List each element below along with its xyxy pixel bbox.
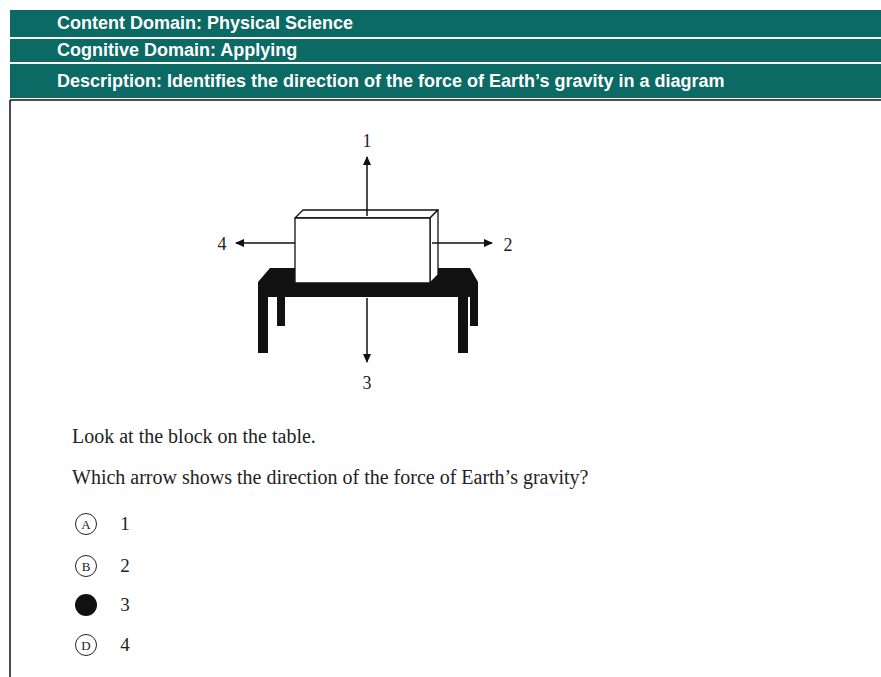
answer-option: 3 xyxy=(120,594,130,616)
band-text: Cognitive Domain: Applying xyxy=(57,40,297,61)
frame-left xyxy=(9,100,11,677)
option-letter: B xyxy=(82,560,91,573)
answer-option: 4 xyxy=(120,634,130,656)
question-text: Look at the block on the table. xyxy=(72,425,316,448)
answer-bubble: B xyxy=(75,555,97,577)
callout-number: 4 xyxy=(218,234,227,255)
answer-bubble: A xyxy=(75,513,97,535)
block xyxy=(295,210,438,283)
domain-band: Content Domain: Physical Science xyxy=(10,10,881,37)
domain-band: Cognitive Domain: Applying xyxy=(10,39,881,62)
answer-option: 1 xyxy=(120,513,130,535)
answer-option: 2 xyxy=(120,555,130,577)
force-arrows xyxy=(236,157,492,362)
callout-number: 2 xyxy=(504,235,513,256)
band-text: Description: Identifies the direction of… xyxy=(57,71,724,92)
answer-bubble: D xyxy=(75,634,97,656)
band-text: Content Domain: Physical Science xyxy=(57,13,353,34)
question-text: Which arrow shows the direction of the f… xyxy=(72,466,588,489)
frame-top xyxy=(10,99,881,101)
selected-answer-bubble xyxy=(75,594,97,616)
description-band: Description: Identifies the direction of… xyxy=(10,64,881,98)
option-letter: D xyxy=(81,639,90,652)
option-letter: A xyxy=(81,518,90,531)
callout-number: 3 xyxy=(363,373,372,394)
callout-number: 1 xyxy=(363,131,372,152)
